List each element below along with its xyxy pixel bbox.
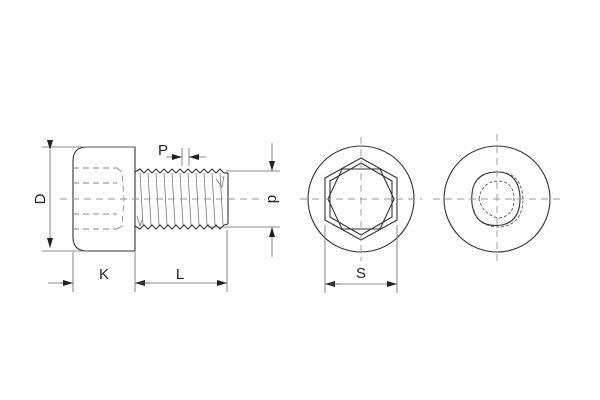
tri-lobe-socket-view xyxy=(433,134,562,266)
hex-socket-view: S xyxy=(300,137,422,293)
dimension-S: S xyxy=(324,225,398,293)
side-view: D K L P d xyxy=(32,140,281,292)
label-S: S xyxy=(356,265,366,282)
label-D: D xyxy=(32,193,49,204)
dimension-D: D xyxy=(32,140,135,252)
hidden-socket-lines xyxy=(73,167,125,230)
label-P: P xyxy=(158,142,168,159)
label-K: K xyxy=(99,266,109,283)
dimension-P: P xyxy=(158,142,206,166)
label-L: L xyxy=(176,266,184,283)
label-d: d xyxy=(264,195,281,203)
tri-lobe-socket-hidden-inner xyxy=(478,180,515,219)
dimension-K-L: K L xyxy=(48,230,228,292)
dimension-d: d xyxy=(208,143,281,257)
